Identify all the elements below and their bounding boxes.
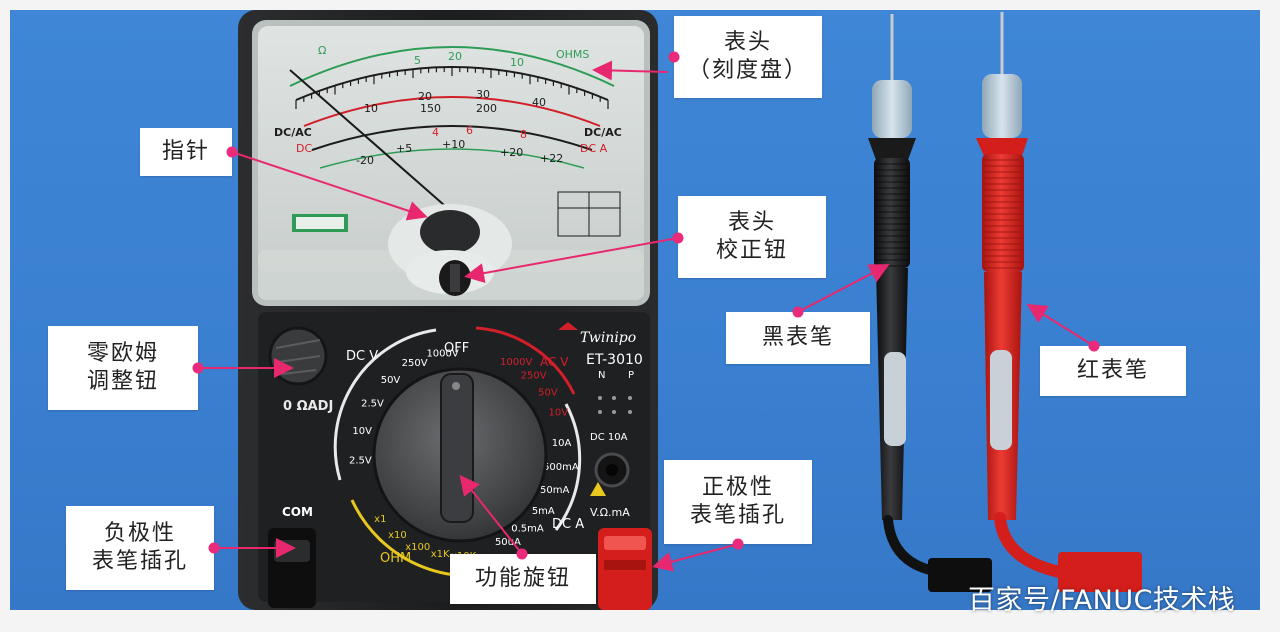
zero-adj-label: 0 ΩADJ (283, 399, 333, 414)
svg-text:10: 10 (510, 56, 524, 69)
np-n-label: N (598, 370, 605, 381)
label-meter-head: 表头 （刻度盘） (674, 16, 822, 98)
scale-left-dcac: DC/AC (274, 126, 312, 139)
svg-text:30: 30 (476, 88, 490, 101)
acv-range-3: 10V (549, 407, 569, 418)
dial-ohm: OHM (380, 551, 411, 566)
dial-dcv: DC V (346, 349, 378, 364)
red-probe (976, 12, 1142, 592)
dot-negative-jack (208, 542, 220, 554)
jack-10a-label: DC 10A (590, 432, 628, 443)
np-p-label: P (628, 370, 634, 381)
ohm-range-1: x10 (388, 530, 407, 541)
svg-text:+20: +20 (500, 146, 523, 159)
svg-text:+22: +22 (540, 152, 563, 165)
callout-lines (198, 60, 1095, 572)
svg-text:5: 5 (414, 54, 421, 67)
watermark: 百家号/FANUC技术栈 (968, 585, 1236, 616)
dot-pointer (226, 146, 238, 158)
svg-text:8: 8 (520, 128, 527, 141)
dial-acv: AC V (540, 355, 569, 369)
model-label: ET-3010 (586, 352, 643, 368)
svg-text:+10: +10 (442, 138, 465, 151)
dca-range-1: 500mA (543, 462, 579, 473)
dot-positive-jack (732, 538, 744, 550)
scale-right-dca: DC A (580, 142, 608, 155)
ohm-range-2: x100 (405, 542, 430, 553)
dca-range-5: 50uA (495, 537, 521, 548)
svg-text:10: 10 (364, 102, 378, 115)
multimeter: 10 20 30 40 150 200 Ω 5 20 10 OHMS 4 6 8… (238, 10, 658, 610)
com-label: COM (282, 505, 313, 519)
acv-range-2: 50V (538, 388, 558, 399)
scale-left-dc: DC (296, 142, 312, 155)
scale-right-dcac: DC/AC (584, 126, 622, 139)
label-black-probe: 黑表笔 (726, 312, 870, 364)
red-plug (598, 528, 652, 610)
svg-text:+5: +5 (396, 142, 412, 155)
svg-text:6: 6 (466, 124, 473, 137)
jack-vma-label: V.Ω.mA (590, 506, 630, 519)
acv-range-0: 1000V (500, 357, 532, 368)
svg-text:Ω: Ω (318, 44, 326, 57)
black-plug (268, 528, 316, 608)
svg-text:-20: -20 (356, 154, 374, 167)
svg-text:20: 20 (448, 50, 462, 63)
dcv-range-0: 1000V (426, 349, 458, 360)
dcv-range-1: 250V (402, 358, 428, 369)
dca-range-4: 0.5mA (511, 524, 544, 535)
label-pointer: 指针 (140, 128, 232, 176)
svg-text:OHMS: OHMS (556, 48, 589, 61)
dca-range-0: 10A (552, 438, 572, 449)
dcv-range-5: 2.5V (349, 456, 372, 467)
dial-dca: DC A (552, 517, 584, 532)
dot-zero-adjust-screw (672, 232, 684, 244)
dot-red-probe (1088, 340, 1100, 352)
dial-off: OFF (444, 341, 469, 356)
label-function-knob: 功能旋钮 (450, 554, 596, 604)
ohm-range-3: x1K (431, 549, 450, 560)
label-negative-jack: 负极性 表笔插孔 (66, 506, 214, 590)
ohm-range-0: x1 (374, 514, 386, 525)
svg-text:4: 4 (432, 126, 439, 139)
dcv-range-3: 2.5V (361, 399, 384, 410)
dot-black-probe (792, 306, 804, 318)
svg-text:200: 200 (476, 102, 497, 115)
dot-function-knob (516, 548, 528, 560)
dot-meter-head (668, 51, 680, 63)
dcv-range-2: 50V (381, 375, 401, 386)
brand-logo: Twinipo (580, 330, 636, 346)
dca-range-3: 5mA (532, 506, 555, 517)
dot-zero-ohm-knob (192, 362, 204, 374)
label-red-probe: 红表笔 (1040, 346, 1186, 396)
label-zero-adjust-screw: 表头 校正钮 (678, 196, 826, 278)
label-zero-ohm-knob: 零欧姆 调整钮 (48, 326, 198, 410)
dca-range-2: 50mA (540, 485, 569, 496)
svg-text:40: 40 (532, 96, 546, 109)
svg-text:150: 150 (420, 102, 441, 115)
acv-range-1: 250V (521, 371, 547, 382)
black-probe (868, 14, 992, 592)
label-positive-jack: 正极性 表笔插孔 (664, 460, 812, 544)
svg-text:20: 20 (418, 90, 432, 103)
dcv-range-4: 10V (352, 426, 372, 437)
